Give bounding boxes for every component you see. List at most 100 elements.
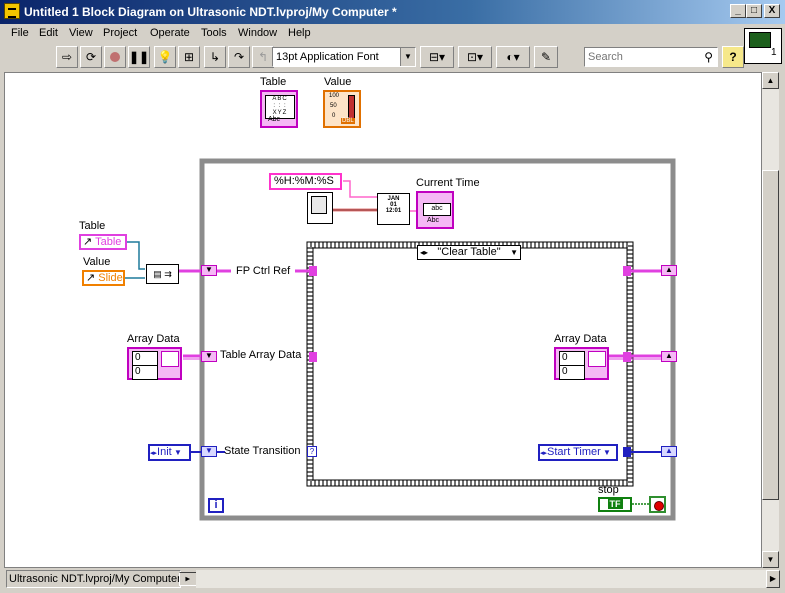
search-box[interactable]: ⚲ [584, 47, 718, 67]
array-left-index[interactable]: 0 [132, 351, 158, 366]
shift-register-right-ref[interactable]: ▲ [661, 265, 677, 276]
iteration-terminal[interactable]: i [208, 498, 224, 513]
vertical-scrollbar[interactable]: ▲ ▼ [762, 72, 779, 568]
case-prev-icon[interactable]: ◂▸ [420, 248, 429, 257]
pause-button[interactable]: ❚❚ [128, 46, 150, 68]
maximize-button[interactable]: □ [746, 4, 762, 18]
scroll-thumb[interactable] [762, 170, 779, 500]
run-button[interactable]: ⇨ [56, 46, 78, 68]
table-ref-wire [127, 241, 145, 270]
case-tunnel-array-in [309, 352, 317, 362]
toolbar: ⇨ ⟳ ❚❚ 💡 ⊞ ↳ ↷ ↰ 13pt Application Font ▼… [0, 44, 744, 72]
table-grid-icon: ABC: : :XYZ [265, 95, 295, 119]
shift-register-right-state[interactable]: ▲ [661, 446, 677, 457]
case-selector-terminal[interactable]: ? [307, 446, 317, 457]
menu-view[interactable]: View [69, 27, 93, 39]
close-button[interactable]: X [764, 4, 780, 18]
menu-file[interactable]: File [11, 27, 29, 39]
start-timer-enum-value: Start Timer [547, 446, 601, 458]
stop-terminal[interactable]: TF [598, 497, 632, 512]
diagram-graphics [125, 158, 676, 521]
array-data-right-label: Array Data [554, 333, 607, 345]
font-select-value: 13pt Application Font [276, 51, 379, 63]
start-timer-enum-constant[interactable]: ◂▸Start Timer ▼ [538, 444, 618, 461]
value-terminal-label: Value [324, 76, 352, 88]
loop-condition-terminal[interactable] [649, 496, 666, 513]
chevron-down-icon[interactable]: ▼ [510, 248, 518, 257]
get-date-time-node[interactable] [307, 192, 333, 224]
shift-register-left-state[interactable]: ▼ [201, 446, 217, 457]
shift-register-left-array[interactable]: ▼ [201, 351, 217, 362]
shift-register-right-array[interactable]: ▲ [661, 351, 677, 362]
case-tunnel-array-out [623, 352, 631, 362]
array-data-right-constant[interactable]: 0 0 [554, 347, 609, 380]
labview-icon [4, 3, 20, 19]
scroll-left-button[interactable]: ▼ [179, 572, 197, 586]
menu-edit[interactable]: Edit [39, 27, 58, 39]
ref-arrow-icon: ↗ [83, 236, 93, 248]
clock-icon [311, 196, 327, 214]
search-input[interactable] [588, 51, 688, 63]
fp-ctrl-ref-label: FP Ctrl Ref [236, 265, 291, 277]
vi-icon-image [749, 32, 771, 48]
chevron-down-icon: ▼ [600, 448, 611, 457]
reorder-button[interactable]: ◐▾ [496, 46, 530, 68]
menu-tools[interactable]: Tools [201, 27, 227, 39]
array-left-value[interactable]: 0 [132, 365, 158, 380]
table-terminal[interactable]: ABC: : :XYZ Abc [260, 90, 298, 128]
init-enum-constant[interactable]: ◂▸Init ▼ [148, 444, 191, 461]
value-ref-constant[interactable]: ↗ Slide [82, 270, 125, 286]
scroll-up-button[interactable]: ▲ [762, 72, 779, 89]
title-bar: Untitled 1 Block Diagram on Ultrasonic N… [0, 0, 785, 24]
search-icon[interactable]: ⚲ [704, 50, 713, 64]
scroll-right-button[interactable]: ▶ [766, 570, 780, 588]
context-help-button[interactable]: ? [722, 46, 744, 68]
shift-register-left-ref[interactable]: ▼ [201, 265, 217, 276]
table-ref-constant[interactable]: ↗ Table [79, 234, 127, 250]
case-selector-label[interactable]: ◂▸ "Clear Table" ▼ [417, 245, 521, 260]
connector-pane-icon[interactable]: 1 [744, 28, 782, 64]
table-array-data-label: Table Array Data [220, 349, 302, 361]
chevron-down-icon: ▼ [171, 448, 182, 457]
value-ref-label: Value [83, 256, 111, 268]
current-time-indicator[interactable]: abc Abc [416, 191, 454, 229]
table-ref-label: Table [79, 220, 106, 232]
scroll-down-button[interactable]: ▼ [762, 551, 779, 568]
build-array-node[interactable]: ▤ ⇉ [146, 264, 179, 284]
font-select[interactable]: 13pt Application Font ▼ [272, 47, 416, 67]
case-tunnel-ref-out [623, 266, 631, 276]
horizontal-scrollbar[interactable] [196, 570, 766, 588]
distribute-objects-button[interactable]: ⊡▾ [458, 46, 492, 68]
array-right-value[interactable]: 0 [559, 365, 585, 380]
menu-project[interactable]: Project [103, 27, 138, 39]
menu-window[interactable]: Window [238, 27, 278, 39]
block-diagram-canvas[interactable]: Table ABC: : :XYZ Abc Value 100 50 0 DBL… [4, 72, 762, 568]
connector-pane-number: 1 [771, 47, 777, 58]
format-string-constant[interactable]: %H:%M:%S [269, 173, 342, 190]
abort-button[interactable] [104, 46, 126, 68]
table-terminal-label: Table [260, 76, 287, 88]
step-over-icon[interactable]: ↷ [228, 46, 250, 68]
value-terminal[interactable]: 100 50 0 DBL [323, 90, 361, 128]
step-into-icon[interactable]: ↳ [204, 46, 226, 68]
enum-updown-icon: ◂▸ [540, 450, 548, 457]
array-right-index[interactable]: 0 [559, 351, 585, 366]
align-objects-button[interactable]: ⊟▾ [420, 46, 454, 68]
minimize-button[interactable]: _ [730, 4, 746, 18]
case-structure-border [306, 241, 634, 487]
menu-operate[interactable]: Operate [150, 27, 190, 39]
state-transition-label: State Transition [224, 445, 301, 457]
run-continuously-button[interactable]: ⟳ [80, 46, 102, 68]
case-tunnel-ref-in [309, 266, 317, 276]
cleanup-diagram-icon[interactable]: ✎ [534, 46, 558, 68]
menu-bar: File Edit View Project Operate Tools Win… [0, 24, 744, 44]
step-out-icon[interactable]: ↰ [252, 46, 274, 68]
highlight-execution-icon[interactable]: 💡 [154, 46, 176, 68]
retain-wire-values-icon[interactable]: ⊞ [178, 46, 200, 68]
menu-help[interactable]: Help [288, 27, 311, 39]
array-left-element [161, 351, 179, 367]
array-data-left-constant[interactable]: 0 0 [127, 347, 182, 380]
chevron-down-icon: ▼ [400, 48, 415, 66]
